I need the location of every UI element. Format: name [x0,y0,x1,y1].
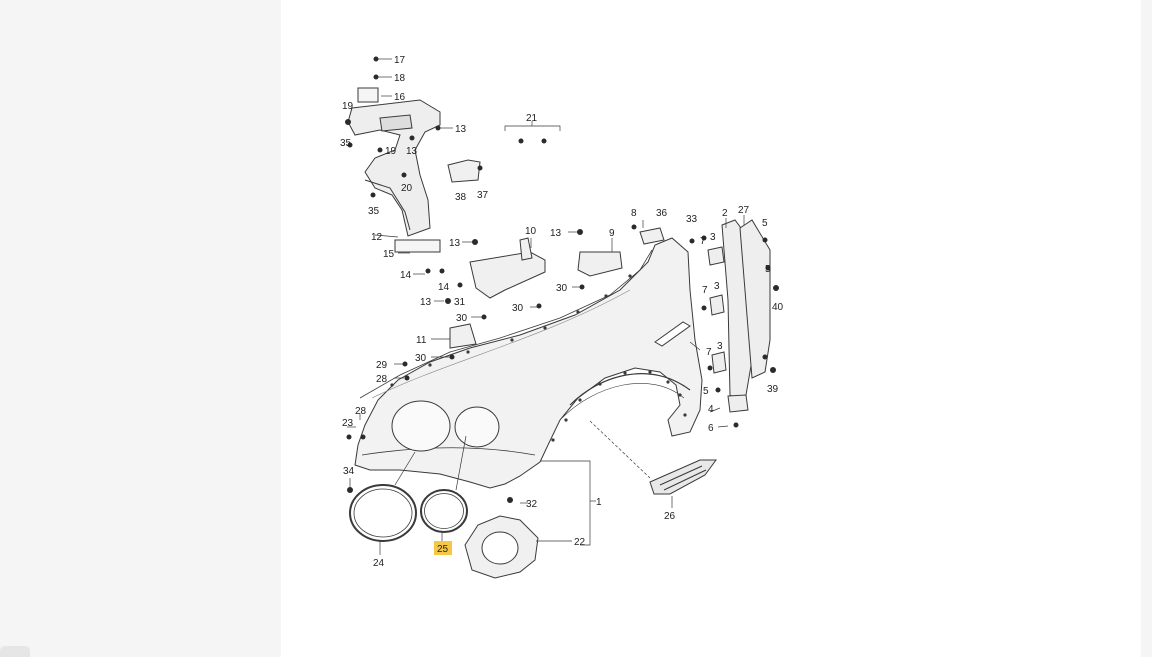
callout-7: 7 [706,347,712,358]
callout-4: 4 [708,404,714,415]
exploded-parts-diagram: 17 18 16 19 13 35 19 13 20 35 21 38 37 1… [340,55,784,579]
callout-6: 6 [708,423,714,434]
callout-38: 38 [455,192,467,203]
callout-29: 29 [376,360,388,371]
callout-28: 28 [376,374,388,385]
headlamp-opening-small [454,406,500,448]
callout-39: 39 [767,384,779,395]
callout-10: 10 [525,226,537,237]
callout-12: 12 [371,232,383,243]
callout-30: 30 [556,283,568,294]
callout-3: 3 [714,281,720,292]
callout-labels: 17 18 16 19 13 35 19 13 20 35 21 38 37 1… [340,55,784,569]
callout-24: 24 [373,558,385,569]
callout-1: 1 [596,497,602,508]
callout-31: 31 [454,297,466,308]
callout-5: 5 [762,218,768,229]
callout-16: 16 [394,92,406,103]
callout-36: 36 [656,208,668,219]
callout-13: 13 [449,238,461,249]
callout-23: 23 [342,418,354,429]
callout-5: 5 [765,264,771,275]
callout-19: 19 [342,101,354,112]
fender-holes [390,274,687,442]
callout-3: 3 [710,232,716,243]
callout-18: 18 [394,73,406,84]
callout-27: 27 [738,205,750,216]
callout-21: 21 [526,113,538,124]
callout-20: 20 [401,183,413,194]
mounting-brackets [449,227,665,349]
side-vent-26 [649,459,717,495]
fasteners [345,56,779,503]
callout-19: 19 [385,146,397,157]
callout-35: 35 [368,206,380,217]
diagram-canvas: 17 18 16 19 13 35 19 13 20 35 21 38 37 1… [281,0,1141,657]
headlamp-seal-24 [349,484,417,542]
corner-tab [0,646,30,657]
callout-35: 35 [340,138,352,149]
callout-9: 9 [609,228,615,239]
rear-brackets [707,219,771,413]
callout-13: 13 [455,124,467,135]
liner-22 [464,515,539,579]
vent-opening [654,321,691,347]
callout-30: 30 [512,303,524,314]
callout-14: 14 [400,270,412,281]
callout-13: 13 [406,146,418,157]
callout-25-highlight [434,541,452,555]
callout-33: 33 [686,214,698,225]
bracket-38 [447,159,481,183]
callout-13: 13 [420,297,432,308]
callout-40: 40 [772,302,784,313]
callout-22: 22 [574,537,586,548]
callout-3: 3 [717,341,723,352]
callout-7: 7 [702,285,708,296]
callout-5: 5 [703,386,709,397]
callout-28: 28 [355,406,367,417]
callout-30: 30 [456,313,468,324]
callout-8: 8 [631,208,637,219]
callout-11: 11 [416,335,427,346]
headlamp-seal-25 [420,489,468,533]
callout-17: 17 [394,55,406,66]
hinge-assembly [347,87,441,253]
headlamp-opening-large [391,400,451,452]
callout-32: 32 [526,499,538,510]
callout-37: 37 [477,190,489,201]
callout-7: 7 [700,236,706,247]
callout-13: 13 [550,228,562,239]
callout-2: 2 [722,208,728,219]
callout-15: 15 [383,249,395,260]
callout-14: 14 [438,282,450,293]
callout-34: 34 [343,466,355,477]
callout-30: 30 [415,353,427,364]
callout-26: 26 [664,511,676,522]
callout-25: 25 [437,544,449,555]
